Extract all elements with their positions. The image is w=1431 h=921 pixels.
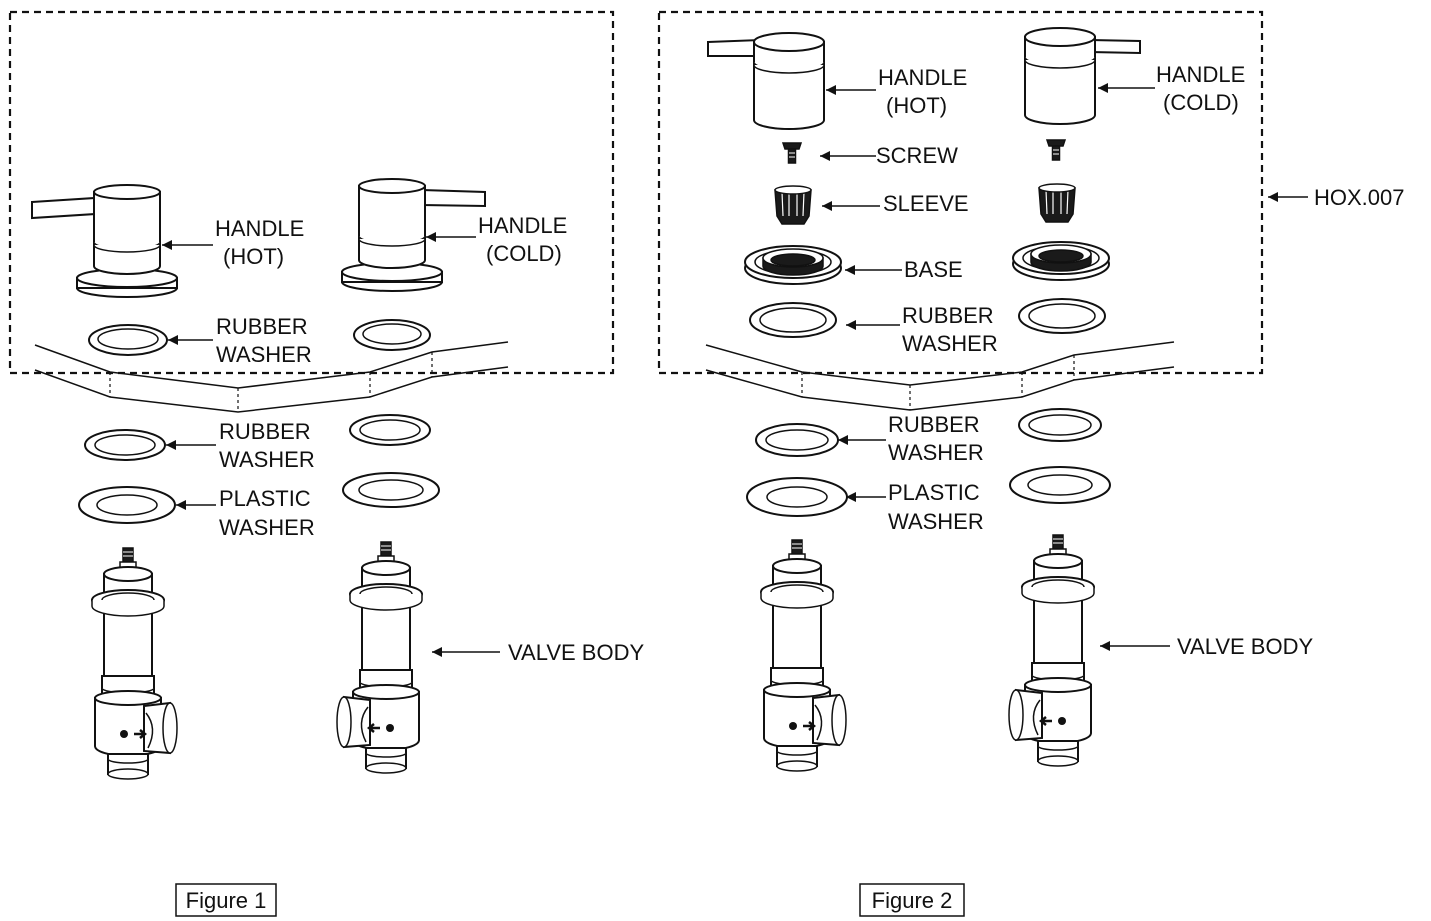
label-handle-cold-line2: (COLD): [486, 241, 562, 266]
label-handle-hot-line1: HANDLE: [215, 216, 304, 241]
label-valve-body: VALVE BODY: [1177, 634, 1313, 659]
wall-surface-line: [705, 341, 1175, 386]
figure-1: HANDLE (HOT) HANDLE (COLD) RUBBER WASHER…: [8, 10, 644, 917]
label-plastic-washer-line2: WASHER: [888, 509, 984, 534]
rubber-washer-top-hot: [88, 324, 168, 356]
label-rubber-washer-top-line2: WASHER: [902, 331, 998, 356]
label-handle-hot-line2: (HOT): [886, 93, 947, 118]
base-hot: [744, 245, 842, 285]
label-rubber-washer-top-line1: RUBBER: [902, 303, 994, 328]
label-handle-cold-line1: HANDLE: [478, 213, 567, 238]
wall-surface-line-back: [34, 366, 509, 413]
label-handle-hot-line2: (HOT): [223, 244, 284, 269]
screw-hot: [782, 142, 802, 164]
label-rubber-washer-bottom-line1: RUBBER: [888, 412, 980, 437]
valve-body-cold: [1007, 533, 1096, 768]
label-rubber-washer-bottom-line2: WASHER: [219, 447, 315, 472]
figure-1-caption-text: Figure 1: [186, 888, 267, 913]
label-base: BASE: [904, 257, 963, 282]
rubber-washer-bottom-hot: [84, 429, 166, 461]
label-handle-hot-line1: HANDLE: [878, 65, 967, 90]
label-sleeve: SLEEVE: [883, 191, 969, 216]
leader-lines: [162, 232, 500, 657]
label-kit-code: HOX.007: [1314, 185, 1405, 210]
sleeve-cold: [1038, 183, 1076, 223]
label-handle-cold-line2: (COLD): [1163, 90, 1239, 115]
label-rubber-washer-bottom-line1: RUBBER: [219, 419, 311, 444]
base-cold: [1012, 241, 1110, 281]
figure-2-caption-text: Figure 2: [872, 888, 953, 913]
label-plastic-washer-line1: PLASTIC: [888, 480, 980, 505]
figure-1-kit-boundary: [8, 10, 615, 375]
plastic-washer-cold: [342, 472, 440, 508]
wall-surface-line: [34, 341, 509, 389]
figure-2-kit-boundary: [657, 10, 1264, 375]
rubber-washer-bottom-cold: [349, 414, 431, 446]
figure-2-caption: Figure 2: [859, 883, 965, 917]
plastic-washer-hot: [746, 477, 848, 517]
rubber-washer-top-hot: [749, 302, 837, 338]
plastic-washer-cold: [1009, 466, 1111, 504]
handle-hot: [707, 32, 825, 130]
handle-cold: [341, 178, 486, 292]
valve-body-hot: [90, 546, 179, 781]
screw-cold: [1046, 139, 1066, 161]
label-plastic-washer-line2: WASHER: [219, 515, 315, 540]
label-rubber-washer-top-line1: RUBBER: [216, 314, 308, 339]
rubber-washer-top-cold: [1018, 298, 1106, 334]
label-rubber-washer-top-line2: WASHER: [216, 342, 312, 367]
label-screw: SCREW: [876, 143, 958, 168]
figure-2: HANDLE (HOT) HANDLE (COLD) SCREW SLEEVE …: [657, 10, 1405, 917]
label-rubber-washer-bottom-line2: WASHER: [888, 440, 984, 465]
handle-cold: [1024, 27, 1141, 125]
leader-lines: [820, 83, 1308, 651]
wall-surface-line-back: [705, 366, 1175, 411]
valve-body-hot: [759, 538, 848, 773]
figure-1-caption: Figure 1: [175, 883, 277, 917]
label-plastic-washer-line1: PLASTIC: [219, 486, 311, 511]
sleeve-hot: [774, 185, 812, 225]
valve-body-cold: [335, 540, 424, 775]
label-valve-body: VALVE BODY: [508, 640, 644, 665]
handle-hot: [31, 184, 178, 298]
rubber-washer-bottom-cold: [1018, 408, 1102, 442]
rubber-washer-bottom-hot: [755, 423, 839, 457]
plastic-washer-hot: [78, 486, 176, 524]
label-handle-cold-line1: HANDLE: [1156, 62, 1245, 87]
rubber-washer-top-cold: [353, 319, 431, 351]
